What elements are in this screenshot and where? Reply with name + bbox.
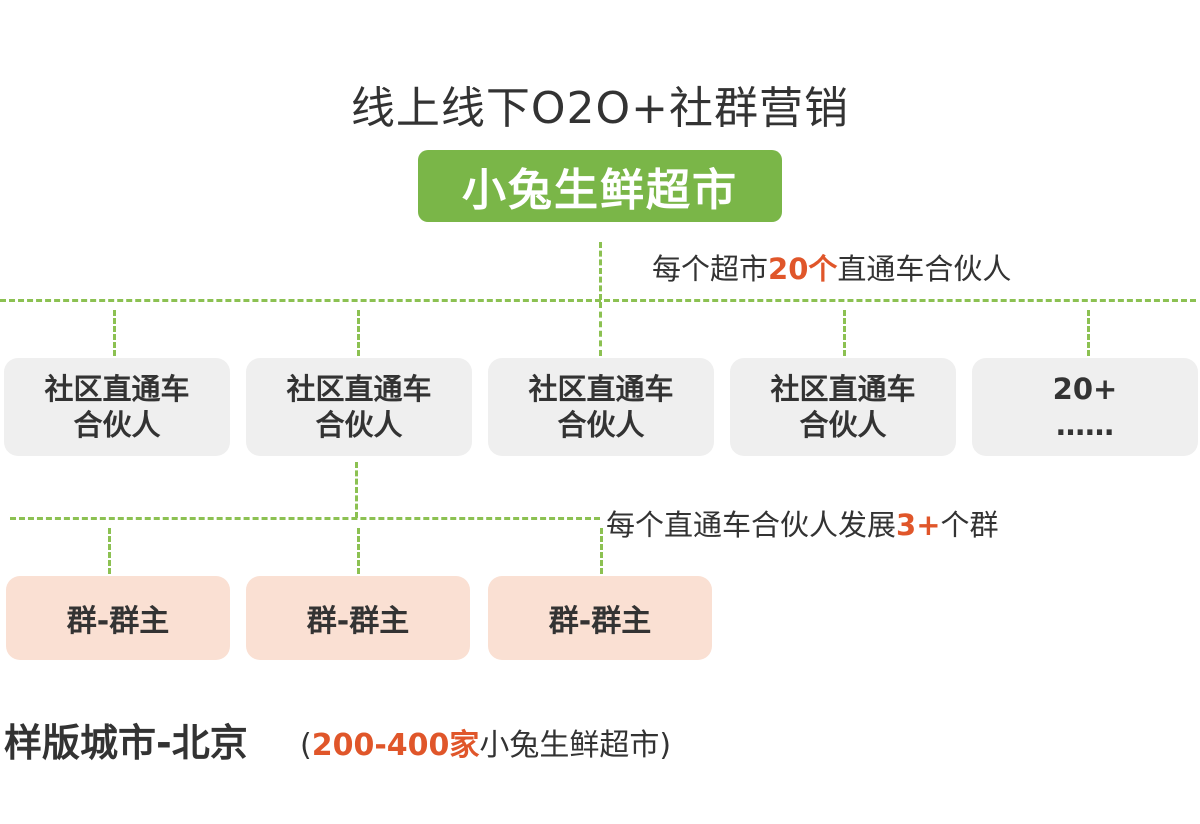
partner-line2: 合伙人 — [73, 408, 161, 442]
connector-partner-4 — [843, 310, 846, 356]
partner-line1: 社区直通车 — [528, 372, 674, 406]
partner-line1: 社区直通车 — [44, 372, 190, 406]
brand-badge: 小兔生鲜超市 — [418, 150, 782, 222]
connector-partner-1 — [113, 310, 116, 356]
footer-suffix: 小兔生鲜超市 — [479, 728, 660, 763]
connector-partner-2 — [357, 310, 360, 356]
connector-partner-3 — [599, 302, 602, 356]
partner-box-more: 20+ …… — [972, 358, 1198, 456]
footer-highlight: 200-400家 — [311, 728, 480, 763]
tier1-note-highlight: 20个 — [768, 252, 838, 286]
connector-group-2 — [357, 528, 360, 574]
brand-label: 小兔生鲜超市 — [462, 165, 738, 216]
diagram-title: 线上线下O2O+社群营销 — [350, 83, 850, 134]
group-box: 群-群主 — [6, 576, 230, 660]
tier1-note: 每个超市20个直通车合伙人 — [652, 246, 1011, 288]
connector-group-1 — [108, 528, 111, 574]
footer-open-paren: ( — [300, 728, 312, 763]
partner-line2: 合伙人 — [315, 408, 403, 442]
partner-box: 社区直通车 合伙人 — [4, 358, 230, 456]
tier2-line — [10, 517, 600, 520]
connector-partner-5 — [1087, 310, 1090, 356]
connector-partner-to-groups — [355, 462, 358, 518]
group-box: 群-群主 — [488, 576, 712, 660]
connector-brand — [599, 242, 602, 300]
partner-line1: 社区直通车 — [770, 372, 916, 406]
group-label: 群-群主 — [306, 604, 410, 639]
footer-note: (200-400家小兔生鲜超市) — [300, 720, 671, 764]
tier1-note-prefix: 每个超市 — [652, 252, 769, 286]
group-box: 群-群主 — [246, 576, 470, 660]
partner-box: 社区直通车 合伙人 — [488, 358, 714, 456]
partner-line1: 社区直通车 — [286, 372, 432, 406]
group-label: 群-群主 — [66, 604, 170, 639]
tier2-note-prefix: 每个直通车合伙人发展 — [606, 508, 897, 542]
partner-line2: 合伙人 — [799, 408, 887, 442]
group-label: 群-群主 — [548, 604, 652, 639]
footer-close-paren: ) — [659, 728, 672, 763]
tier1-line — [0, 299, 1196, 302]
tier2-note: 每个直通车合伙人发展3+个群 — [606, 502, 999, 544]
partner-box: 社区直通车 合伙人 — [246, 358, 472, 456]
tier2-note-suffix: 个群 — [940, 508, 999, 542]
partner-line2: 合伙人 — [557, 408, 645, 442]
partner-line2: …… — [1056, 408, 1114, 442]
footer-title: 样版城市-北京 — [4, 721, 248, 765]
partner-box: 社区直通车 合伙人 — [730, 358, 956, 456]
tier2-note-highlight: 3+ — [896, 508, 941, 542]
partner-line1: 20+ — [1052, 372, 1118, 406]
tier1-note-suffix: 直通车合伙人 — [837, 252, 1012, 286]
connector-group-3 — [600, 528, 603, 574]
